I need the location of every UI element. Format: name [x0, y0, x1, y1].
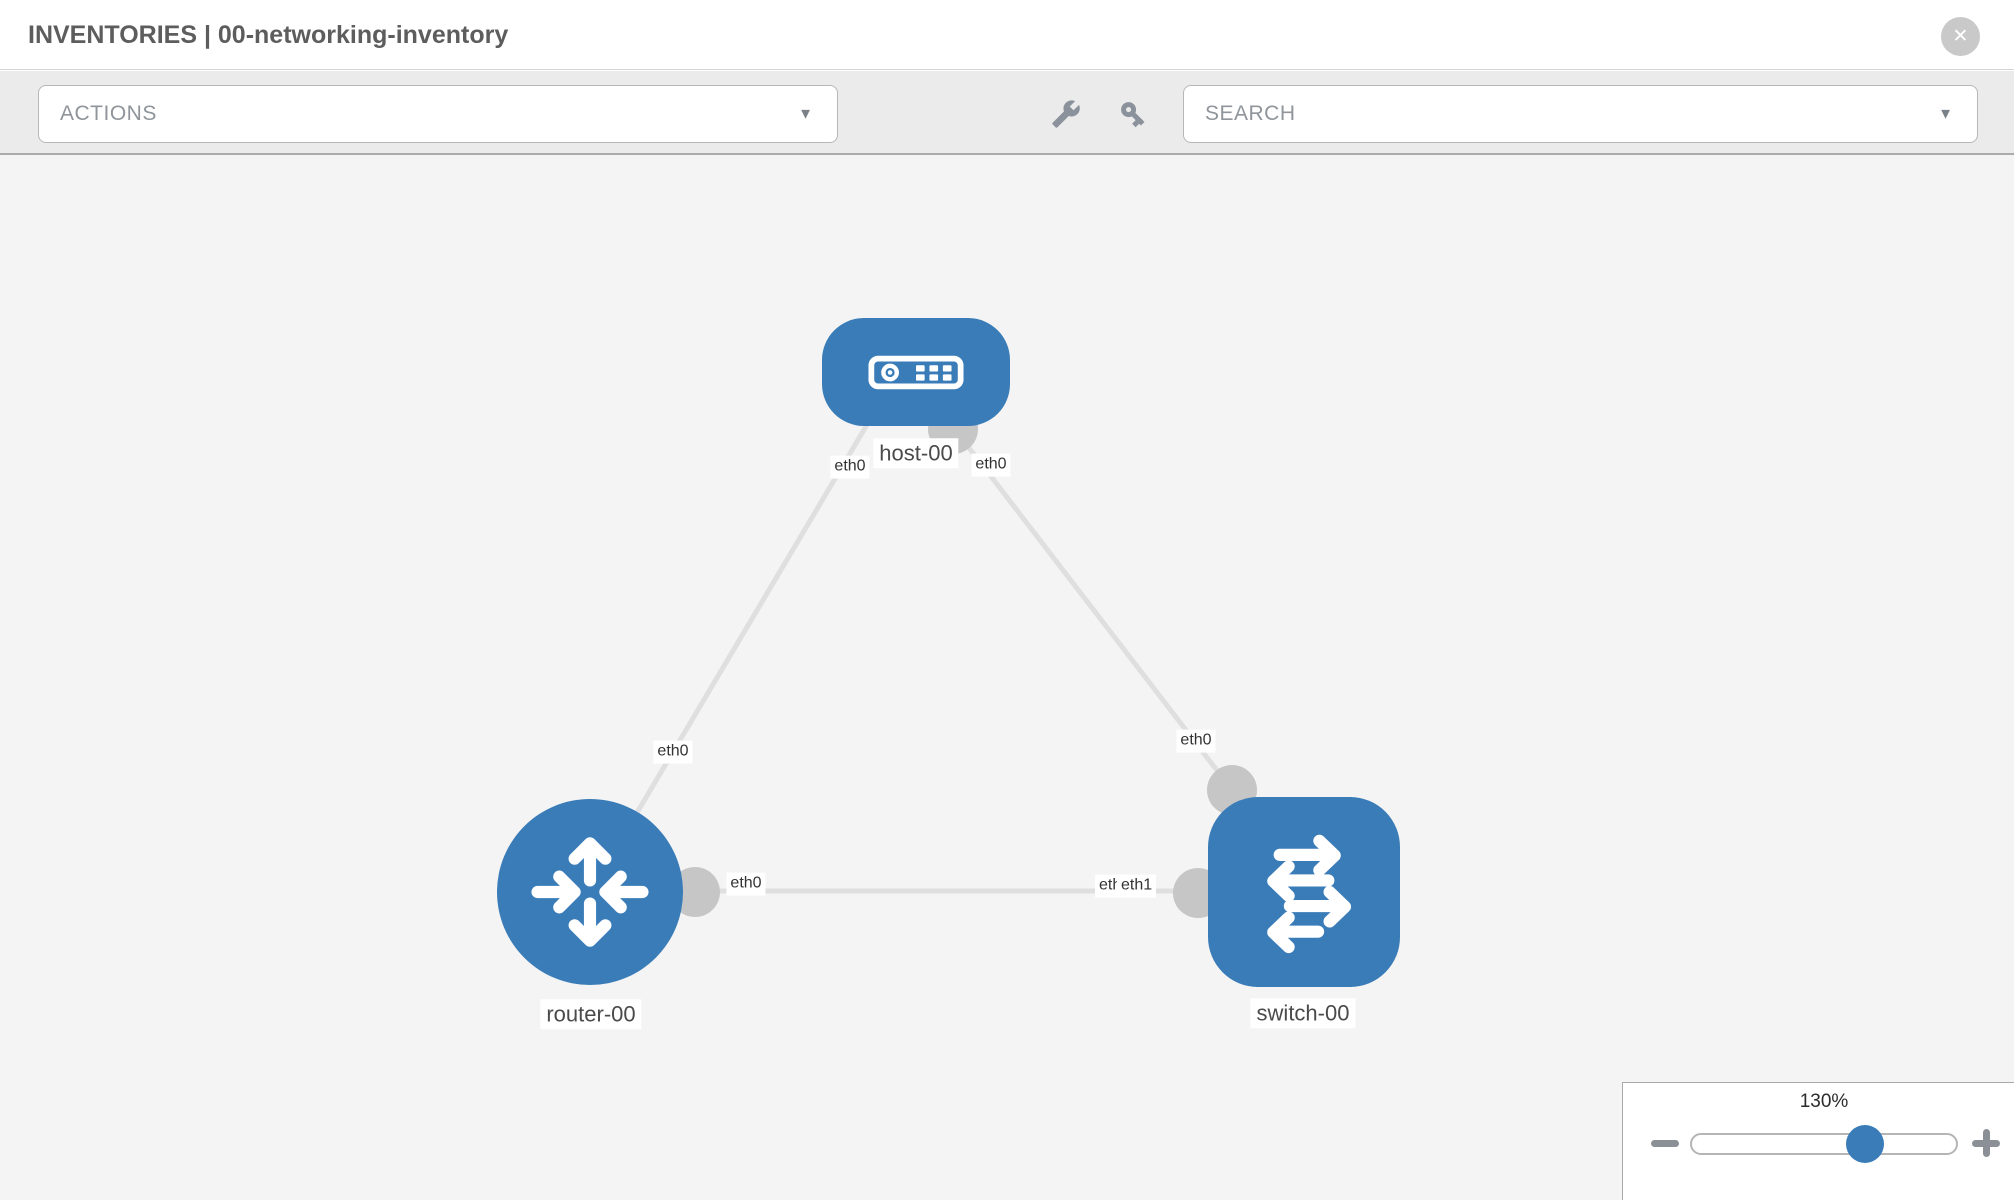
- node-router-00[interactable]: [497, 799, 683, 985]
- actions-dropdown[interactable]: ACTIONS ▼: [38, 85, 838, 143]
- node-host-00[interactable]: [822, 318, 1010, 426]
- search-box: ▼: [1183, 85, 1978, 143]
- interface-label-switch-to-router-eth1: eth1: [1117, 874, 1157, 898]
- switch-icon: [1267, 834, 1352, 954]
- chevron-down-icon: ▼: [798, 105, 813, 123]
- close-button[interactable]: ✕: [1941, 17, 1980, 56]
- links-layer: [587, 404, 1304, 918]
- router-icon: [531, 837, 649, 947]
- actions-dropdown-label: ACTIONS: [60, 102, 157, 125]
- interface-label-switch-to-host: eth0: [1176, 729, 1216, 753]
- interface-label-host-to-switch: eth0: [971, 453, 1011, 477]
- zoom-level-label: 130%: [1799, 1091, 1849, 1112]
- page-title: INVENTORIES | 00-networking-inventory: [28, 21, 509, 49]
- chevron-down-icon: ▼: [1938, 105, 1953, 123]
- node-label-switch-00: switch-00: [1250, 998, 1356, 1028]
- toolbar: ACTIONS ▼ ▼: [0, 71, 2014, 155]
- zoom-out-button[interactable]: [1651, 1140, 1679, 1147]
- search-input[interactable]: [1184, 86, 1977, 142]
- node-switch-00[interactable]: [1208, 797, 1400, 987]
- header: INVENTORIES | 00-networking-inventory ✕: [0, 0, 2014, 70]
- interface-label-router-to-switch: eth0: [726, 872, 766, 896]
- topology-canvas[interactable]: eth0 eth0 eth0 eth0 eth0 eth0 eth1 host-…: [0, 155, 2014, 1200]
- interface-label-router-to-host: eth0: [653, 740, 693, 764]
- tools-button[interactable]: [1048, 97, 1084, 131]
- wrench-icon: [1052, 100, 1080, 128]
- zoom-in-button[interactable]: [1972, 1129, 2000, 1157]
- node-label-host-00: host-00: [873, 438, 959, 468]
- zoom-slider-handle[interactable]: [1846, 1125, 1884, 1163]
- key-icon: [1121, 102, 1145, 128]
- host-icon: [868, 355, 964, 389]
- zoom-slider[interactable]: [1690, 1125, 1958, 1163]
- interface-label-host-to-router: eth0: [830, 455, 870, 479]
- credentials-button[interactable]: [1115, 97, 1151, 131]
- zoom-control-panel: 130%: [1622, 1082, 2014, 1200]
- link-host-switch: [951, 425, 1234, 792]
- port-router-right: [670, 867, 720, 917]
- node-label-router-00: router-00: [540, 999, 642, 1029]
